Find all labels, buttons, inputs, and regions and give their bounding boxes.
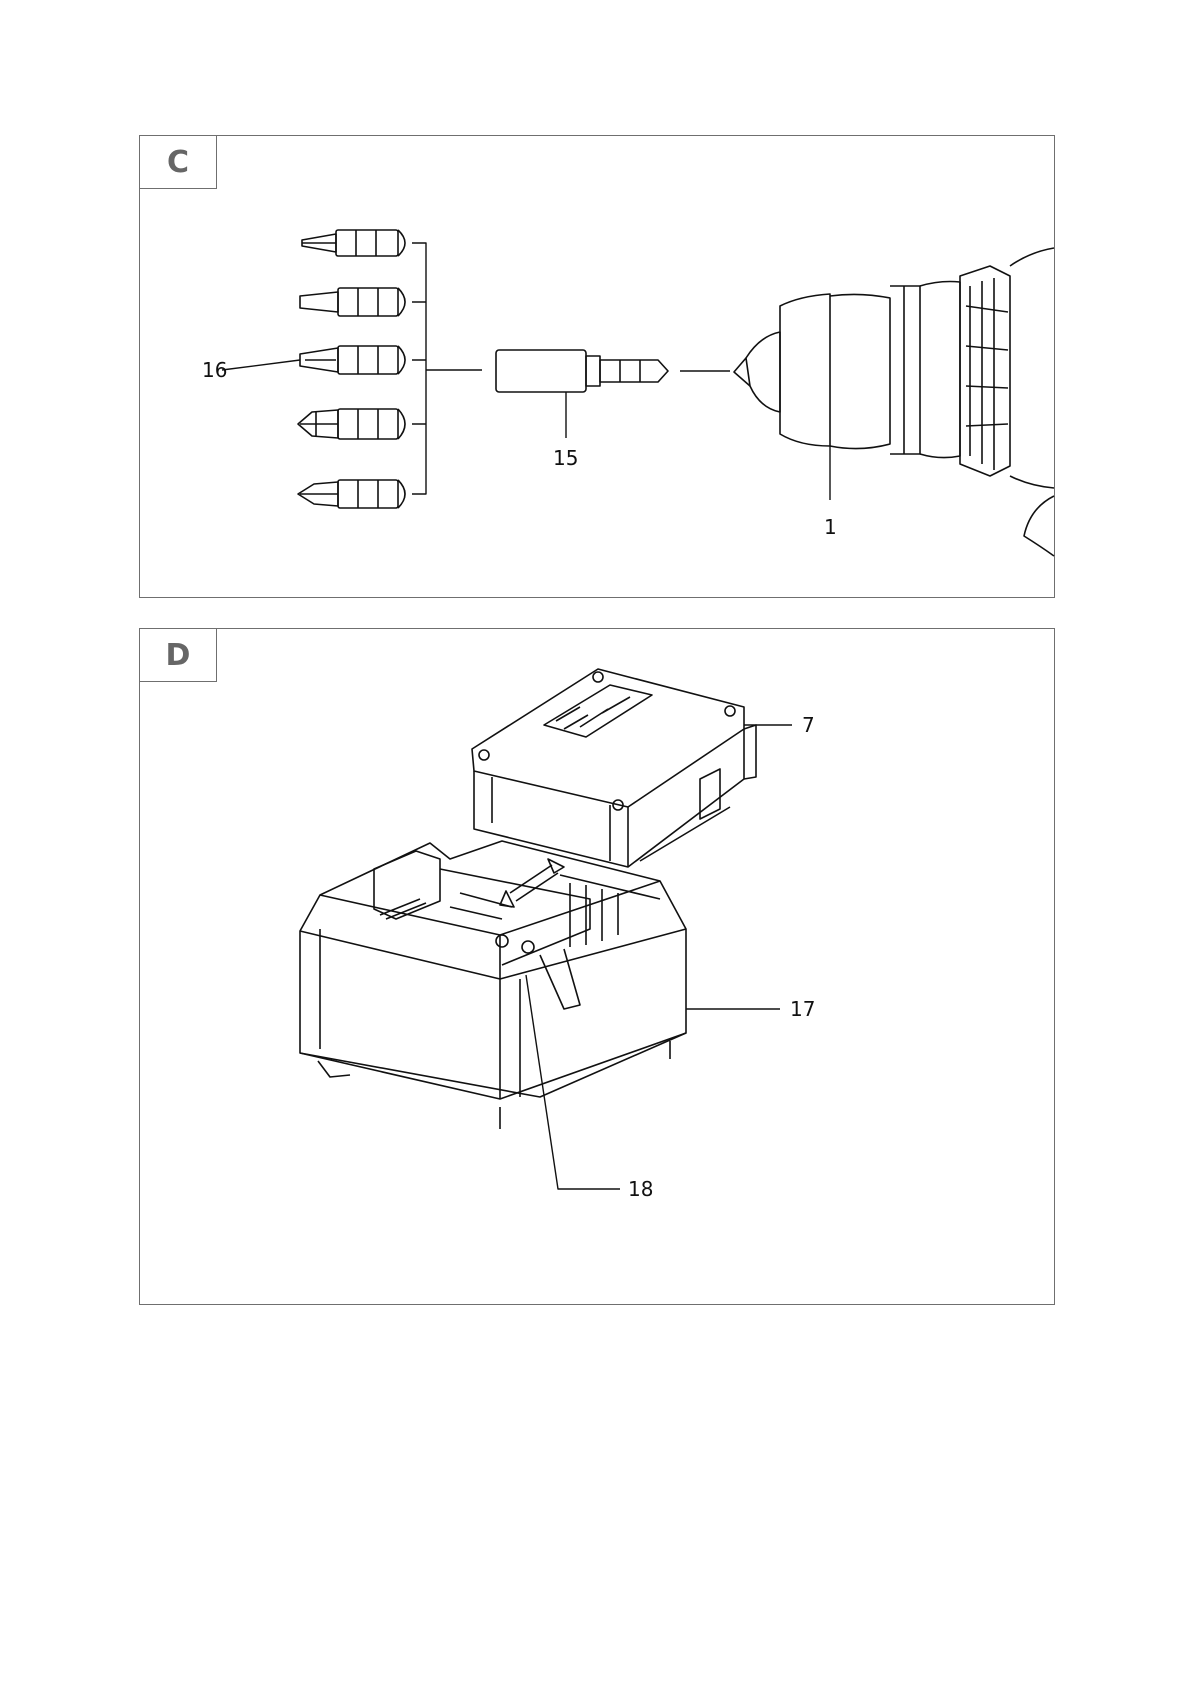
- drill: [734, 248, 1054, 556]
- bit-holder: [496, 350, 668, 392]
- charger: [300, 841, 686, 1129]
- panel-d-drawing: 7 17 18: [140, 629, 1056, 1306]
- figure-panel-d: D: [139, 628, 1055, 1305]
- callout-7: 7: [802, 713, 815, 737]
- bit-5: [298, 480, 405, 508]
- callout-15: 15: [553, 446, 578, 470]
- bit-3: [300, 346, 405, 374]
- bit-1: [302, 230, 405, 256]
- bit-4: [298, 409, 405, 439]
- figure-panel-c: C: [139, 135, 1055, 598]
- panel-c-drawing: 16 15 1: [140, 136, 1056, 599]
- callout-18: 18: [628, 1177, 653, 1201]
- callout-1: 1: [824, 515, 837, 539]
- battery-pack: [472, 669, 756, 867]
- callout-17: 17: [790, 997, 815, 1021]
- bit-2: [300, 288, 405, 316]
- callout-16: 16: [202, 358, 227, 382]
